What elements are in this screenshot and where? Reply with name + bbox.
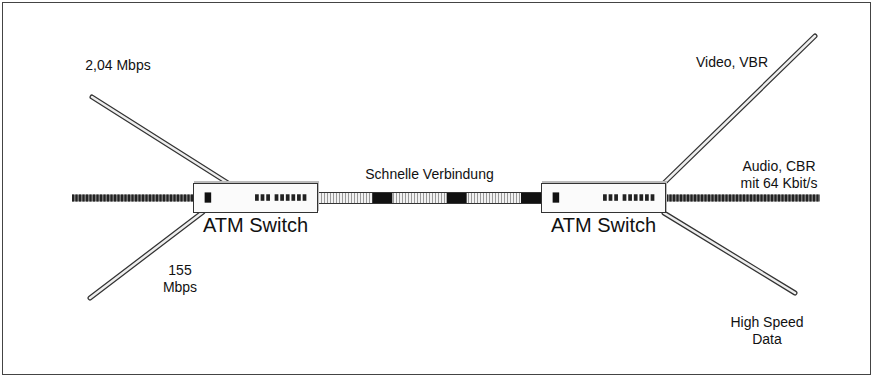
led bbox=[280, 194, 284, 201]
led bbox=[634, 194, 638, 201]
led bbox=[266, 194, 270, 201]
led bbox=[291, 194, 295, 201]
switch-panel bbox=[542, 184, 665, 212]
cell-block bbox=[372, 193, 390, 203]
link-blocks bbox=[318, 193, 541, 203]
switch-panel bbox=[194, 184, 317, 212]
led bbox=[614, 194, 618, 201]
port-block bbox=[553, 192, 560, 202]
rate-label: 155 Mbps bbox=[155, 262, 205, 296]
port-block bbox=[205, 192, 212, 202]
switch-label: ATM Switch bbox=[533, 213, 674, 237]
thin-tube bbox=[90, 36, 815, 298]
rate-label: 2,04 Mbps bbox=[78, 57, 158, 74]
atm-switch: ATM Switch bbox=[533, 183, 674, 237]
link-core bbox=[318, 193, 541, 203]
switch-housing bbox=[541, 183, 666, 213]
led bbox=[297, 194, 301, 201]
led bbox=[261, 194, 265, 201]
rate-label: Video, VBR bbox=[692, 54, 772, 71]
led bbox=[303, 194, 307, 201]
cell-block bbox=[521, 193, 539, 203]
rate-label: Audio, CBR mit 64 Kbit/s bbox=[732, 158, 826, 192]
switch-label: ATM Switch bbox=[185, 213, 326, 237]
led bbox=[623, 194, 627, 201]
led bbox=[603, 194, 607, 201]
atm-switch: ATM Switch bbox=[185, 183, 326, 237]
link-dots bbox=[318, 193, 541, 203]
led bbox=[651, 194, 655, 201]
thick-cable bbox=[72, 198, 820, 199]
led bbox=[628, 194, 632, 201]
rate-label: High Speed Data bbox=[722, 314, 812, 348]
led bbox=[275, 194, 279, 201]
link-sheath bbox=[318, 192, 541, 204]
led bbox=[609, 194, 613, 201]
fast-link bbox=[318, 193, 541, 203]
led bbox=[286, 194, 290, 201]
led bbox=[639, 194, 643, 201]
link-label: Schnelle Verbindung bbox=[363, 166, 495, 183]
switch-housing bbox=[193, 183, 318, 213]
led bbox=[255, 194, 259, 201]
cell-block bbox=[447, 193, 465, 203]
led bbox=[645, 194, 649, 201]
